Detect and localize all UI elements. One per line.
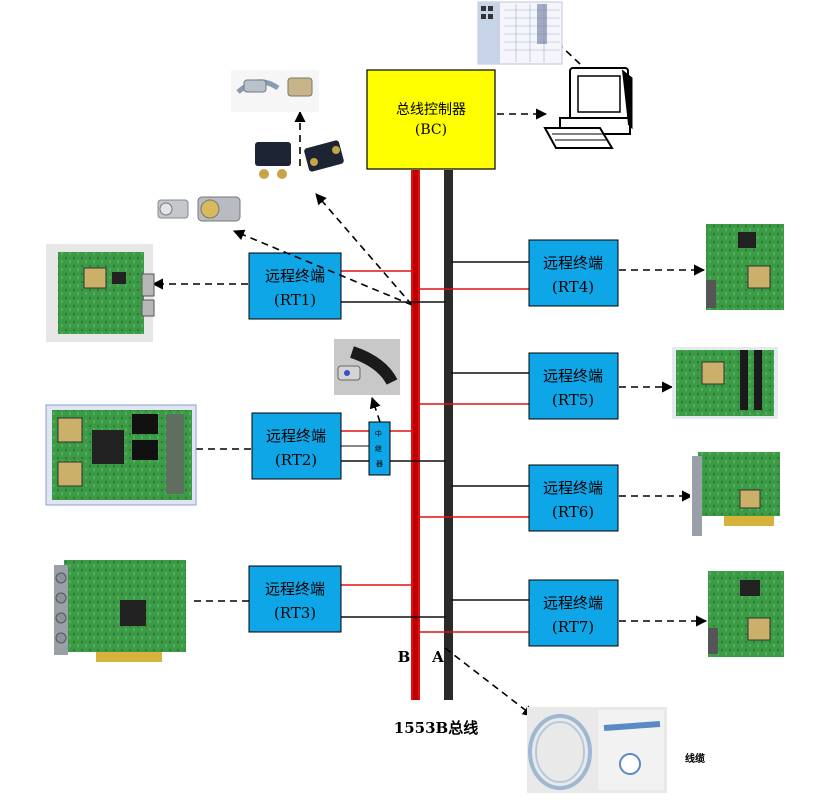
rt7-title: 远程终端 <box>543 594 603 612</box>
rt2-code: (RT2) <box>275 451 317 469</box>
terminal-rt4: 远程终端 (RT4) <box>528 239 619 307</box>
rt3-code: (RT3) <box>274 604 316 622</box>
computer-icon <box>543 67 633 149</box>
cable-label: 线缆 <box>685 752 705 765</box>
controller-subtitle: (BC) <box>415 122 447 138</box>
repeater: 中 继 器 <box>340 421 391 476</box>
bus-caption: 1553B总线 <box>394 719 478 737</box>
rt1-title: 远程终端 <box>265 267 325 285</box>
terminal-rt6: 远程终端 (RT6) <box>528 464 619 532</box>
rt2-title: 远程终端 <box>266 427 326 445</box>
rt3-stubs <box>340 584 446 618</box>
arrows <box>151 29 708 717</box>
bus-controller: 总线控制器 (BC) <box>366 69 496 170</box>
circuit-board-photo-icon-rt4 <box>706 224 784 310</box>
terminal-rt3: 远程终端 (RT3) <box>248 565 342 633</box>
rt1-stubs <box>340 270 446 303</box>
terminal-rt1: 远程终端 (RT1) <box>248 252 342 320</box>
rt6-title: 远程终端 <box>543 479 603 497</box>
arrow-bus-to-connector1 <box>232 229 413 306</box>
rt5-title: 远程终端 <box>543 367 603 385</box>
bus-b-line <box>411 170 420 700</box>
circuit-board-photo-icon-rt6 <box>690 448 782 538</box>
repeater-char-2: 继 <box>375 444 382 453</box>
arrow-repeater-to-photo <box>369 396 381 423</box>
rt4-stubs <box>418 261 530 290</box>
rt3-title: 远程终端 <box>265 580 325 598</box>
rt5-stubs <box>418 372 530 405</box>
repeater-photo-icon <box>334 339 400 395</box>
terminal-rt7: 远程终端 (RT7) <box>528 579 619 647</box>
controller-title: 总线控制器 <box>396 102 466 118</box>
bus-a-label: A <box>431 648 444 666</box>
terminal-rt5: 远程终端 (RT5) <box>528 352 619 420</box>
circuit-board-photo-icon-rt7 <box>708 571 784 657</box>
rt7-code: (RT7) <box>552 618 594 636</box>
repeater-char-1: 中 <box>375 429 382 438</box>
circuit-board-photo-icon-rt3 <box>50 552 190 680</box>
repeater-label: 中 继 器 <box>375 429 384 468</box>
rt6-stubs <box>418 485 530 518</box>
software-screenshot-icon <box>477 1 563 65</box>
connector-photo-icon <box>157 70 344 222</box>
arrow-bus-to-connector2 <box>315 193 413 306</box>
terminal-rt2: 远程终端 (RT2) <box>251 412 342 480</box>
rt6-code: (RT6) <box>552 503 594 521</box>
bus-a-line <box>444 170 453 700</box>
arrow-bus-to-cable <box>444 647 534 717</box>
rt7-stubs <box>418 599 530 633</box>
rt4-title: 远程终端 <box>543 254 603 272</box>
rt4-code: (RT4) <box>552 278 594 296</box>
rt5-code: (RT5) <box>552 391 594 409</box>
repeater-char-3: 器 <box>376 460 383 468</box>
circuit-board-photo-icon-rt2 <box>45 404 197 506</box>
cable-photo-icon <box>527 707 667 793</box>
circuit-board-photo-icon-rt5 <box>672 347 778 419</box>
rt1-code: (RT1) <box>274 291 316 309</box>
bus-b-label: B <box>398 648 411 666</box>
circuit-board-photo-icon-rt1 <box>46 244 155 342</box>
